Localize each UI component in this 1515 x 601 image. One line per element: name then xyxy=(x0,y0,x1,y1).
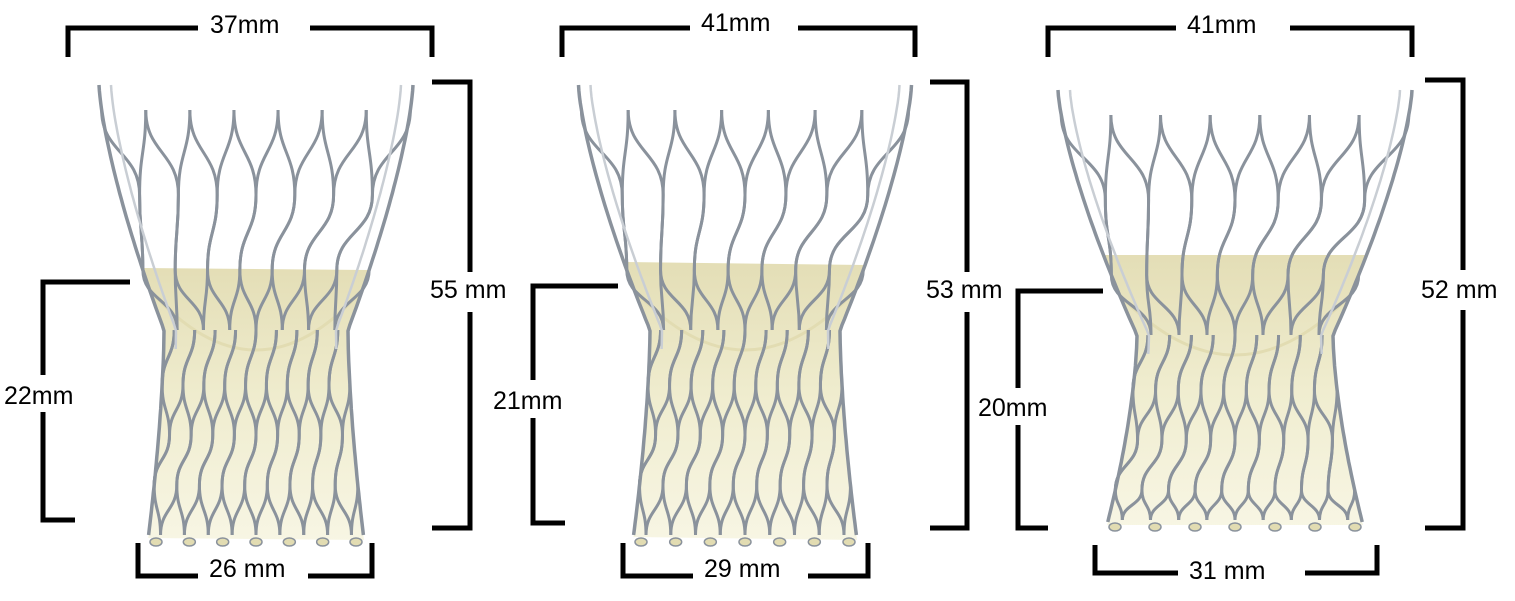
valve-3-inflow-width-bracket xyxy=(1092,545,1380,576)
valve-1-frame xyxy=(97,84,415,547)
valve-1-top-width-bracket xyxy=(65,25,435,57)
valve-2-top-width-label: 41mm xyxy=(699,9,773,37)
valve-1-skirt-height-bracket xyxy=(40,279,130,523)
valve-2-height-label: 53 mm xyxy=(924,276,1005,304)
valve-2-skirt-height-bracket xyxy=(530,283,618,526)
valve-1-inflow-width-label: 26 mm xyxy=(207,555,288,583)
valve-3-skirt-height-bracket xyxy=(1015,288,1103,531)
valve-3-top-width-bracket xyxy=(1045,25,1415,57)
valve-3-frame xyxy=(1056,89,1414,532)
valve-2-inflow-width-bracket xyxy=(620,543,871,579)
valve-1-height-label: 55 mm xyxy=(428,276,509,304)
valve-2-frame xyxy=(576,84,914,547)
valve-1-inflow-width-bracket xyxy=(135,543,375,579)
valve-2-skirt-height-label: 21mm xyxy=(491,387,565,415)
valve-2-top-width-bracket xyxy=(559,25,918,57)
valve-3-tissue-skirt xyxy=(1103,255,1367,525)
valve-2-height-bracket xyxy=(930,79,970,531)
valve-1-height-bracket xyxy=(432,79,473,531)
valve-3-height-bracket xyxy=(1425,77,1466,531)
valve-3-top-width-label: 41mm xyxy=(1185,11,1259,39)
valve-1-skirt-height-label: 22mm xyxy=(2,382,76,410)
valve-3-height-label: 52 mm xyxy=(1419,276,1500,304)
valve-3-skirt-height-label: 20mm xyxy=(976,394,1050,422)
valve-2-inflow-width-label: 29 mm xyxy=(702,555,783,583)
dimension-lines xyxy=(40,25,1466,579)
valve-1-top-width-label: 37mm xyxy=(208,11,282,39)
valve-3-inflow-width-label: 31 mm xyxy=(1187,557,1268,585)
